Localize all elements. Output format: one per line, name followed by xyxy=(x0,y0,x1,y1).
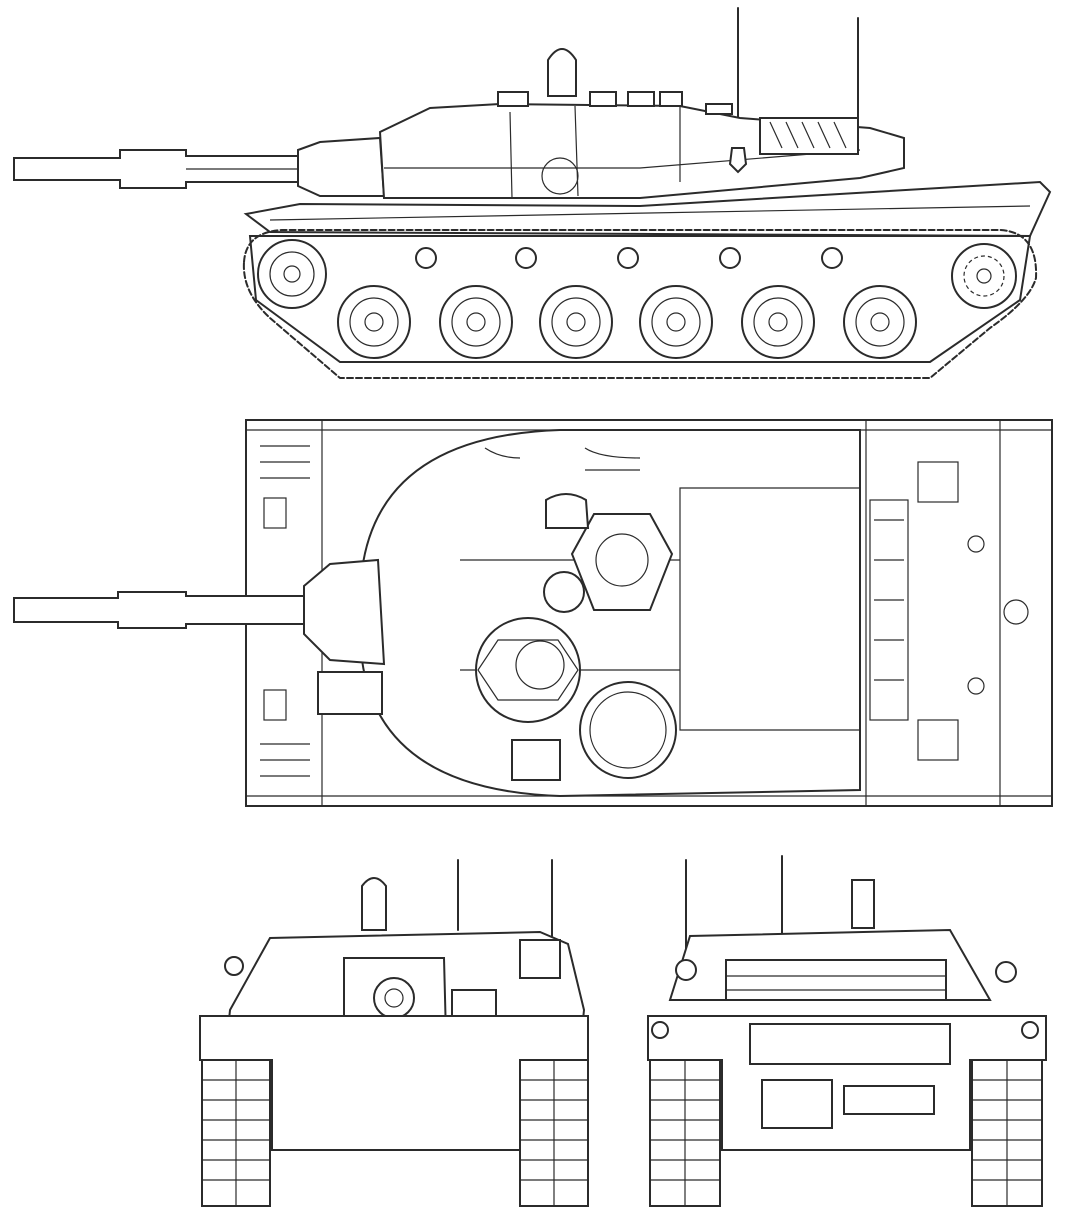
rear-track-left xyxy=(649,1059,721,1207)
road-wheel xyxy=(439,285,513,359)
mantlet-top xyxy=(303,558,386,666)
front-view xyxy=(199,859,589,1207)
hull-upper xyxy=(243,180,1052,238)
return-rollers xyxy=(415,247,843,269)
gun-mantlet xyxy=(297,136,386,197)
road-wheel xyxy=(337,285,411,359)
commander-periscope xyxy=(547,48,577,97)
track xyxy=(242,229,1038,379)
rear-view xyxy=(647,855,1047,1207)
road-wheels xyxy=(337,285,917,359)
front-gun-bore xyxy=(373,977,415,1019)
gunner-sight xyxy=(570,513,674,611)
road-wheel xyxy=(843,285,917,359)
shovel xyxy=(728,147,748,174)
front-track-right xyxy=(519,1059,589,1207)
idler-wheel xyxy=(257,239,327,309)
rear-track-right xyxy=(971,1059,1043,1207)
road-wheel xyxy=(741,285,815,359)
front-track-left xyxy=(201,1059,271,1207)
road-wheel xyxy=(639,285,713,359)
top-view xyxy=(13,419,1053,807)
gun-barrel-top xyxy=(13,591,307,629)
smoke-launchers xyxy=(759,117,859,155)
commander-hatch xyxy=(475,617,581,723)
side-view xyxy=(13,7,1052,379)
turret-center-ring xyxy=(543,571,585,613)
loader-hatch xyxy=(579,681,677,779)
turret-port xyxy=(541,157,579,195)
engine-deck xyxy=(869,461,1029,761)
drive-sprocket xyxy=(951,243,1017,309)
front-periscope xyxy=(361,877,387,931)
rear-exhaust xyxy=(749,1023,951,1065)
road-wheel xyxy=(539,285,613,359)
